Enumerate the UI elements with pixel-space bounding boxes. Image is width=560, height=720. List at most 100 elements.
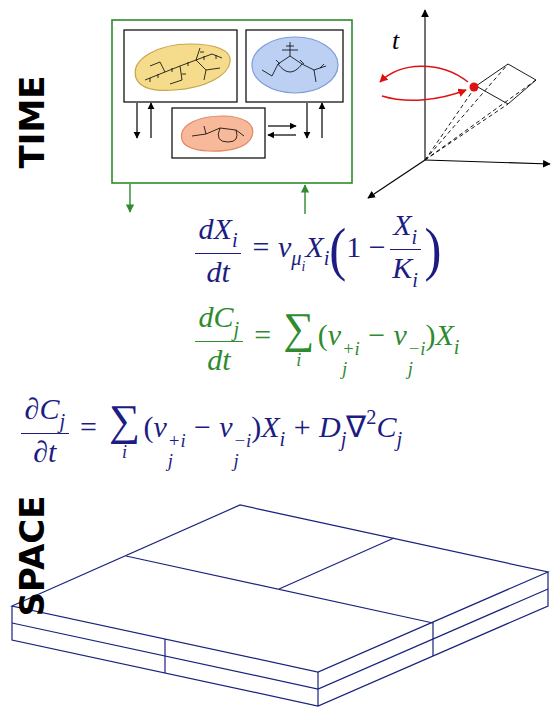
- equation-symbol: ∂t: [33, 435, 56, 468]
- equation-symbol: X: [393, 208, 411, 241]
- equation-symbol: −: [368, 318, 385, 351]
- equation-symbol: D: [319, 410, 341, 443]
- subscript: j: [168, 451, 186, 471]
- equation-symbol: =: [253, 230, 270, 263]
- equation-symbol: ∑: [109, 399, 140, 443]
- numerator: Xi: [390, 208, 421, 250]
- script: i: [232, 229, 238, 251]
- fraction: dXidt: [195, 212, 241, 288]
- equation-symbol: j: [234, 318, 240, 340]
- equation: dXidt=vμiXi(1 −XiKi): [192, 208, 442, 291]
- script: μi: [291, 247, 305, 274]
- equation-symbol: i: [301, 259, 305, 274]
- community-box: [112, 20, 352, 183]
- feasible-cone: [425, 64, 536, 160]
- equation-symbol: ): [425, 318, 435, 351]
- cell-shape: [182, 116, 253, 151]
- script: i: [280, 428, 286, 450]
- equation-symbol: v: [154, 410, 167, 443]
- cell-box: [172, 108, 265, 158]
- script: i: [412, 226, 418, 248]
- equation-symbol: −i: [408, 339, 426, 359]
- equation-symbol: i: [324, 247, 330, 269]
- metabolic-network: [262, 42, 326, 82]
- equation-symbol: j: [408, 359, 413, 379]
- script: j: [397, 428, 403, 450]
- denominator: dt: [203, 254, 234, 288]
- equation-symbol: −i: [234, 431, 252, 451]
- script: i: [412, 269, 418, 291]
- equation-symbol: +: [294, 410, 311, 443]
- equation-symbol: j: [59, 410, 65, 432]
- sum-limit: i: [122, 443, 127, 461]
- equation-symbol: v: [393, 318, 406, 351]
- subscript: j: [342, 359, 360, 379]
- fraction: ∂Cj∂t: [21, 392, 69, 468]
- equation-symbol: (: [318, 318, 328, 351]
- equation-symbol: ∇: [346, 410, 366, 443]
- script-pair: −ij: [408, 339, 426, 378]
- equation-symbol: dX: [199, 212, 232, 245]
- script: i: [454, 336, 460, 358]
- fraction: dCjdt: [195, 300, 243, 376]
- equation: ∂Cj∂t=∑i(v+ij−v−ij)Xi+Dj∇2Cj: [18, 392, 402, 470]
- summation: ∑i: [109, 399, 140, 461]
- equation-symbol: i: [122, 443, 127, 461]
- script-pair: −ij: [234, 431, 252, 470]
- equation-symbol: =: [254, 318, 271, 351]
- equation-symbol: K: [392, 251, 412, 284]
- axis-label: t: [392, 26, 399, 56]
- equation-symbol: X: [435, 318, 453, 351]
- metabolic-network: [145, 48, 222, 84]
- equation-symbol: j: [234, 451, 239, 471]
- equation-symbol: i: [296, 351, 301, 369]
- denominator: ∂t: [30, 434, 60, 468]
- equation-symbol: C: [377, 410, 397, 443]
- numerator: dXi: [195, 212, 241, 254]
- equation-symbol: ): [251, 410, 261, 443]
- fraction: XiKi: [389, 208, 422, 291]
- equation-symbol: X: [261, 410, 279, 443]
- equation-symbol: dt: [206, 255, 229, 288]
- equation-symbol: j: [168, 451, 173, 471]
- section-label: SPACE: [12, 496, 52, 617]
- equation-symbol: −: [194, 410, 211, 443]
- equation-symbol: +i: [342, 339, 360, 359]
- script: i: [324, 247, 330, 269]
- equation-symbol: +i: [168, 431, 186, 451]
- equation-symbol: i: [412, 226, 418, 248]
- time-axes: [368, 10, 550, 198]
- equation-symbol: v: [278, 230, 291, 263]
- equation-symbol: (: [144, 410, 154, 443]
- cell-shape: [135, 44, 230, 91]
- cell-box: [124, 30, 237, 102]
- script: 2: [366, 406, 376, 428]
- denominator: dt: [204, 342, 235, 376]
- exchange-arrows: [137, 103, 322, 138]
- equation-symbol: j: [342, 359, 347, 379]
- summation: ∑i: [283, 307, 314, 369]
- superscript: +i: [168, 431, 186, 451]
- equation-symbol: dt: [207, 343, 230, 376]
- equation-symbol: X: [305, 230, 323, 263]
- equation-symbol: i: [454, 336, 460, 358]
- sum-limit: i: [296, 351, 301, 369]
- subscript: j: [408, 359, 426, 379]
- equation-symbol: =: [80, 410, 97, 443]
- numerator: ∂Cj: [21, 392, 69, 434]
- superscript: −i: [234, 431, 252, 451]
- script: j: [59, 410, 65, 432]
- environment-arrows: [130, 184, 305, 214]
- equation-symbol: i: [412, 269, 418, 291]
- superscript: −i: [408, 339, 426, 359]
- equation-symbol: i: [280, 428, 286, 450]
- equation-symbol: dC: [199, 300, 234, 333]
- equation-symbol: ∂C: [25, 392, 60, 425]
- denominator: Ki: [389, 250, 422, 291]
- equation-symbol: ∑: [283, 307, 314, 351]
- equation-symbol: j: [397, 428, 403, 450]
- equation-symbol: j: [341, 428, 347, 450]
- equation-symbol: 2: [366, 406, 376, 428]
- equation-symbol: μ: [291, 247, 301, 269]
